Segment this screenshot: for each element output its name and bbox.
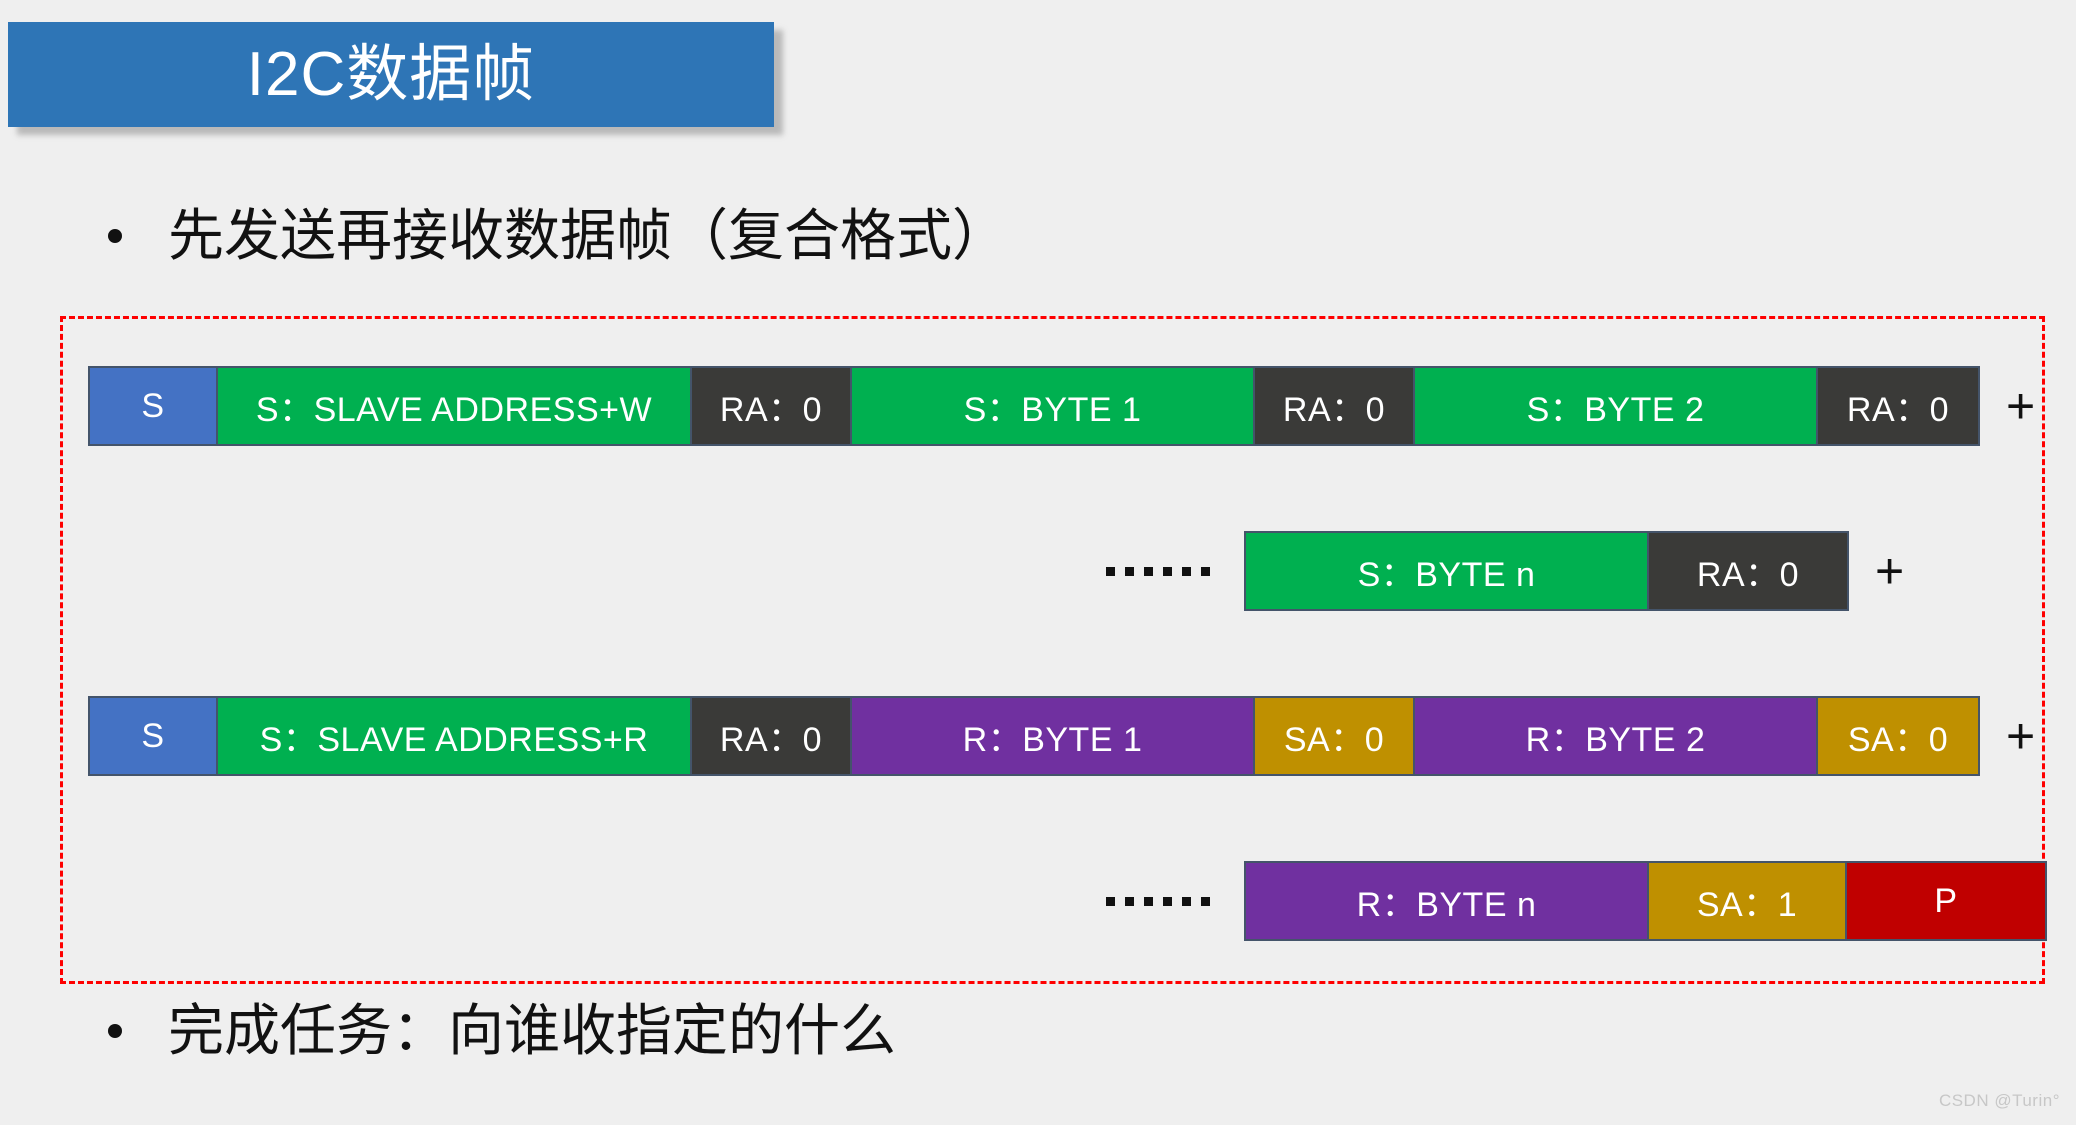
ellipsis-dots-icon xyxy=(1106,896,1210,906)
frame-block: RA：0 xyxy=(692,698,852,774)
frame-block: R：BYTE 1 xyxy=(852,698,1255,774)
frame-block: S：BYTE 2 xyxy=(1415,368,1818,444)
frame-block: S xyxy=(90,698,218,774)
frame-block: S：BYTE n xyxy=(1246,533,1649,609)
bullet-item-2: 完成任务：向谁收指定的什么 xyxy=(108,1000,896,1062)
plus-icon: + xyxy=(1875,543,1905,599)
frame-block: RA：0 xyxy=(1649,533,1847,609)
frame-block: SA：0 xyxy=(1818,698,1978,774)
bullet-text-2: 完成任务：向谁收指定的什么 xyxy=(168,999,896,1062)
bullet-text-1: 先发送再接收数据帧（复合格式） xyxy=(168,204,1008,267)
frame-block: RA：0 xyxy=(1255,368,1415,444)
frame-block: R：BYTE n xyxy=(1246,863,1649,939)
ellipsis-dots-icon xyxy=(1106,566,1210,576)
frame-block: SA：1 xyxy=(1649,863,1847,939)
bullet-item-1: 先发送再接收数据帧（复合格式） xyxy=(108,205,1008,267)
frame-block: R：BYTE 2 xyxy=(1415,698,1818,774)
diagram-dashed-region xyxy=(60,316,2045,984)
frame-block: S：SLAVE ADDRESS+W xyxy=(218,368,692,444)
frame-block: S：BYTE 1 xyxy=(852,368,1255,444)
bullet-dot-icon xyxy=(108,228,122,243)
plus-icon: + xyxy=(2006,708,2036,764)
frame-block: RA：0 xyxy=(1818,368,1978,444)
frame-block: S：SLAVE ADDRESS+R xyxy=(218,698,692,774)
bullet-dot-icon xyxy=(108,1023,122,1038)
frame-block: RA：0 xyxy=(692,368,852,444)
frame-block: P xyxy=(1847,863,2045,939)
title-bar: I2C数据帧 xyxy=(8,22,774,127)
watermark: CSDN @Turin° xyxy=(1938,1091,2060,1110)
frame-block: S xyxy=(90,368,218,444)
page-title: I2C数据帧 xyxy=(246,39,536,109)
plus-icon: + xyxy=(2006,378,2036,434)
frame-block: SA：0 xyxy=(1255,698,1415,774)
